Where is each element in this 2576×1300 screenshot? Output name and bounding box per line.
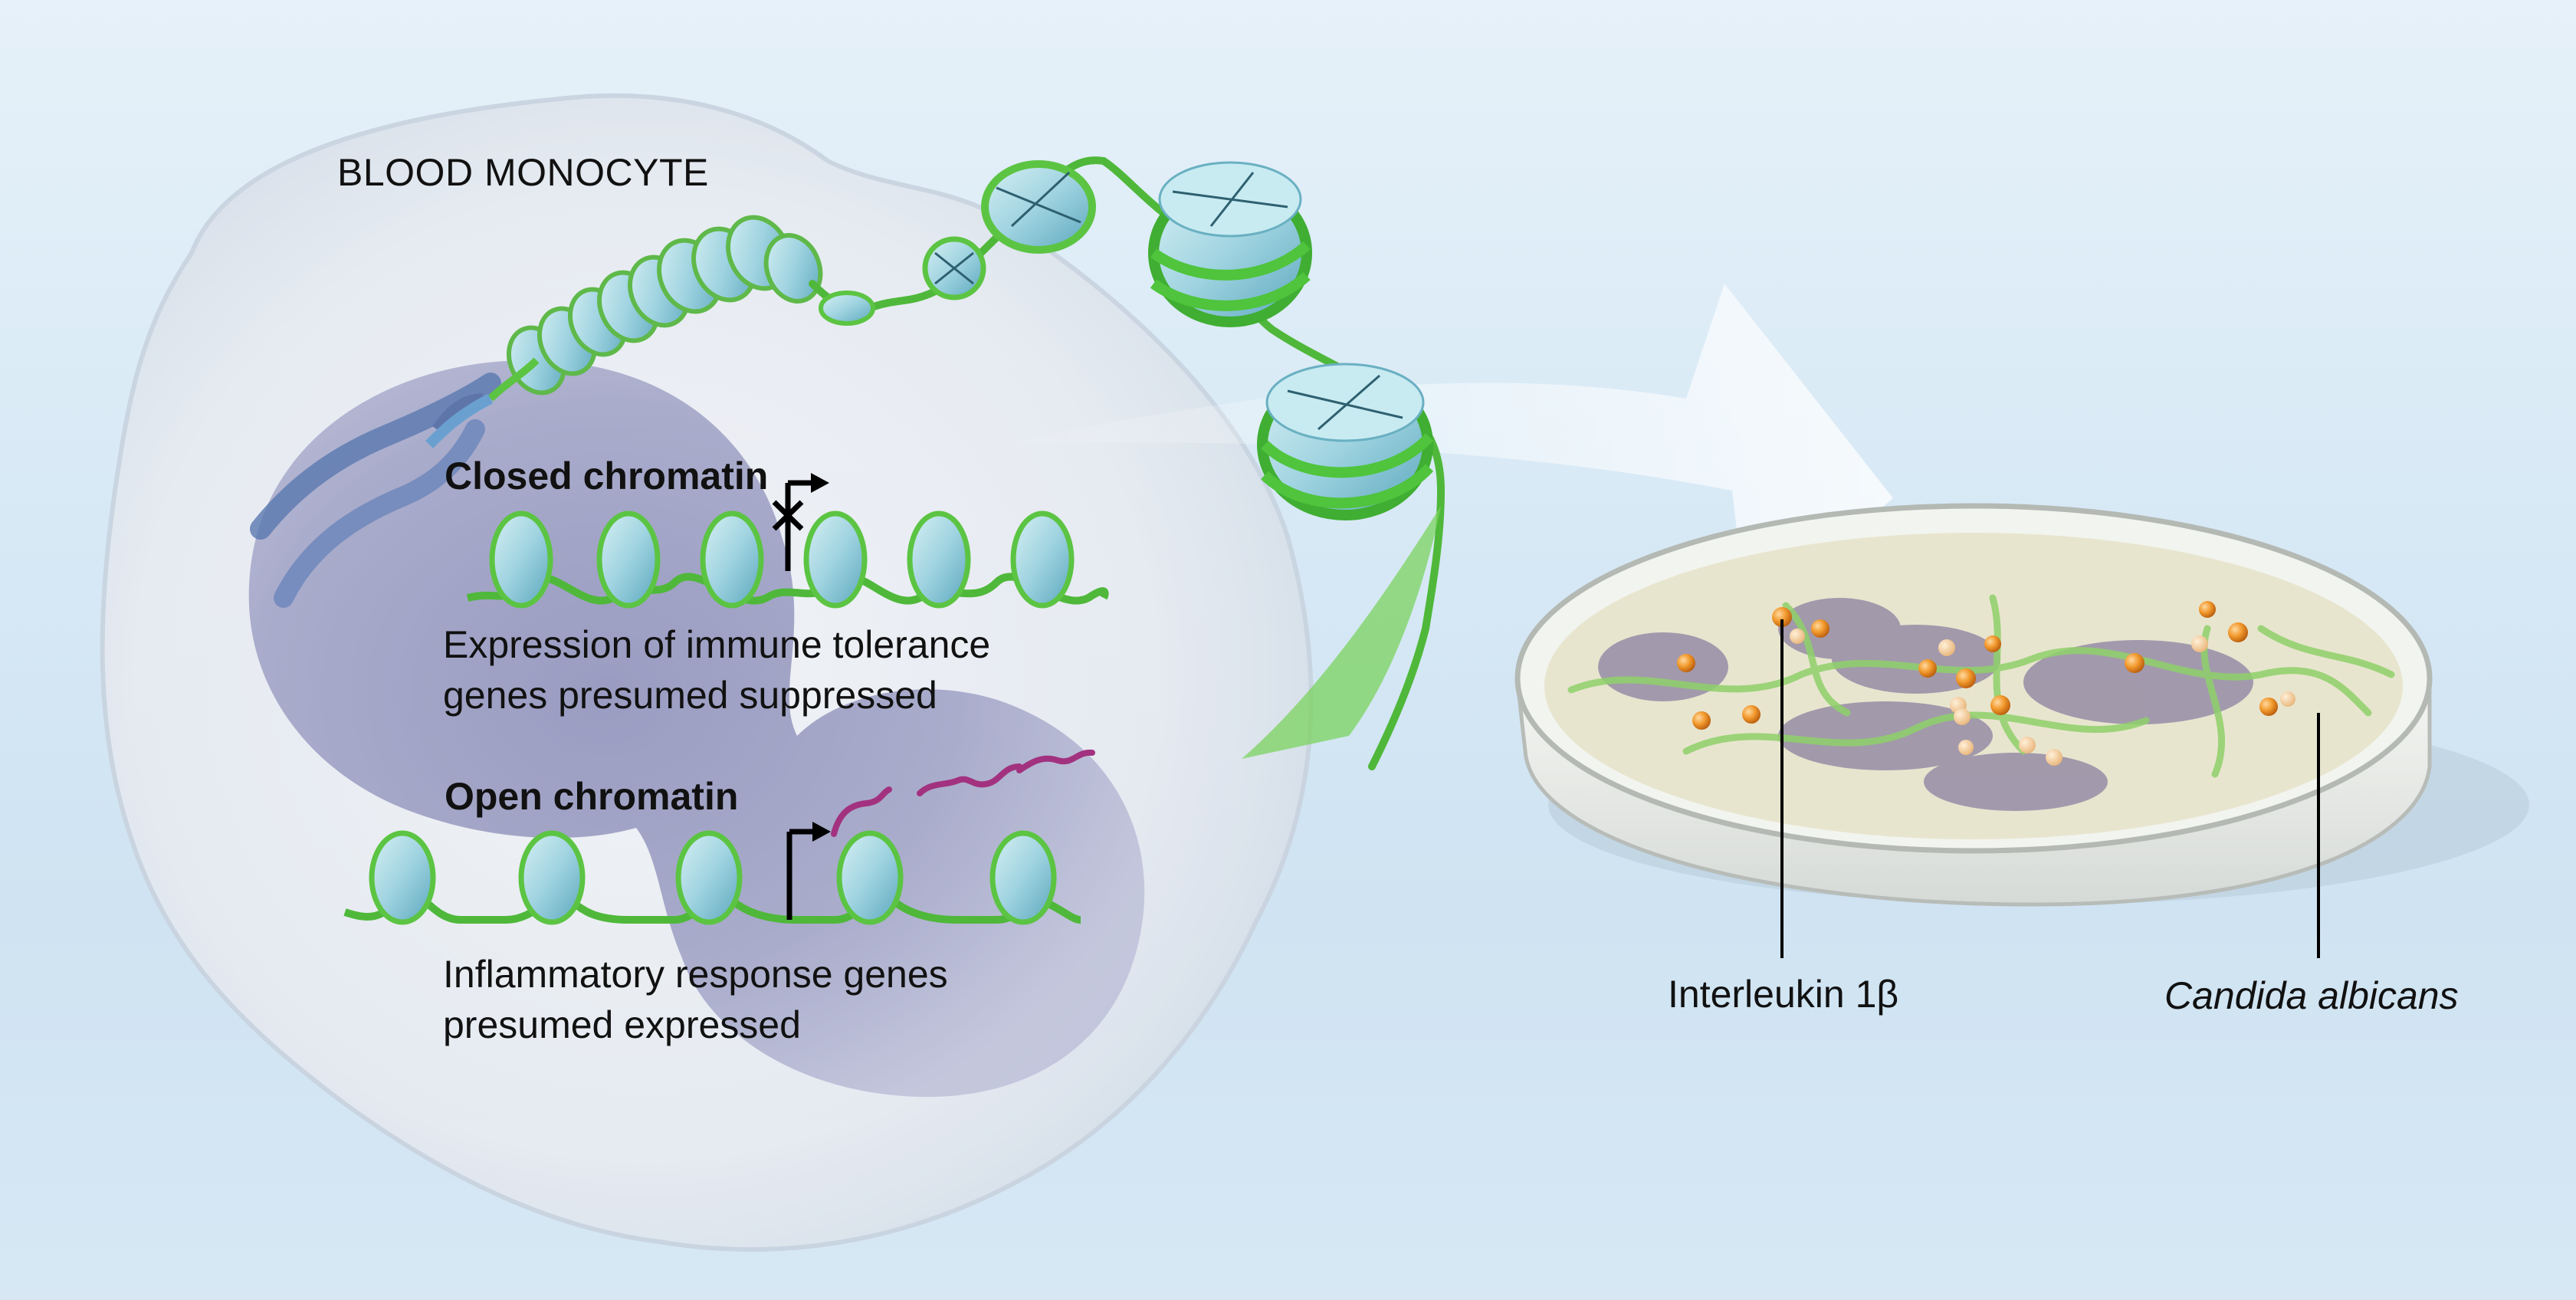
nucleosome [1010,510,1075,609]
open-chromatin-strand [343,749,1095,925]
open-chromatin-desc-1: Inflammatory response genes [443,953,948,996]
nucleosome [700,510,764,609]
blocked-promoter-icon [772,473,829,571]
direction-arrow [996,284,1893,621]
nucleosome [518,830,586,925]
closed-chromatin-strand [466,473,1109,609]
closed-chromatin-desc-2: genes presumed suppressed [443,674,937,717]
interleukin-beads [1677,601,2295,766]
monocytes-in-dish [1598,598,2253,811]
interleukin-label: Interleukin 1β [1668,973,1899,1016]
active-promoter-icon [786,822,831,920]
cell-title: BLOOD MONOCYTE [337,151,709,194]
nucleosome-large [1148,161,1312,327]
open-chromatin-desc-2: presumed expressed [443,1003,801,1046]
double-helix [1242,506,1441,759]
closed-chromatin-desc-1: Expression of immune tolerance [443,623,991,666]
nucleosome-large [1257,363,1434,520]
nucleosome [803,510,868,609]
nucleosome [369,830,436,925]
nucleosome [836,830,904,925]
nucleosome [989,830,1057,925]
nucleosome [489,510,553,609]
solenoid-coil [425,215,823,448]
nucleosome [675,830,743,925]
nucleosome [596,510,661,609]
nucleosome-small [819,291,875,326]
dish-agar [1544,533,2403,839]
candida-label: Candida albicans [2164,974,2459,1017]
nucleosome-medium [981,160,1096,254]
petri-dish [1514,503,2529,958]
candida-hyphae [1567,594,2395,778]
nucleosome [907,510,971,609]
mrna-transcripts [831,749,1095,837]
open-chromatin-heading: Open chromatin [445,775,739,818]
closed-chromatin-heading: Closed chromatin [445,455,769,497]
chromatin-fiber [425,156,1446,770]
